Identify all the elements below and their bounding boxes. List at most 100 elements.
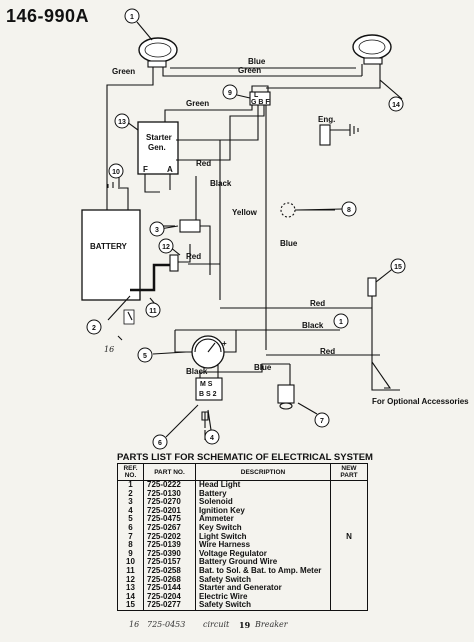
callout-circle-14 [388,96,404,112]
label-starter-line2: Gen. [148,143,166,152]
description: Light Switch [195,532,331,542]
callout-14: 14 [392,102,400,109]
handwritten-footer-text2: Breaker [255,620,288,629]
ref-no: 10 [117,558,144,567]
new-part-cell [330,592,368,602]
callout-circle-6 [152,434,168,450]
callout-13: 13 [118,119,126,126]
wire-label-blue-bottom: Blue [254,363,272,372]
safety-switch-12 [169,254,179,272]
label-terminal-f: F [143,165,148,174]
description: Voltage Regulator [195,549,331,559]
label-starter: Starter Gen. [146,133,174,152]
label-key-switch-bs2: B S 2 [199,391,217,398]
ref-no: 7 [117,532,144,542]
wire-label-red-lower: Red [186,252,201,261]
handwritten-footer: 16 725-0453 circuit 19 Breaker [129,620,329,634]
new-part-cell [330,489,368,499]
solenoid [179,219,201,233]
label-regulator-gbf: G B F [251,99,270,106]
part-no: 725-0475 [143,515,196,524]
label-optional-accessories: For Optional Accessories [372,397,469,406]
callout-circle-9 [222,84,238,100]
handwritten-16: 16 [104,345,114,354]
ref-no: 14 [117,592,144,602]
wire-label-blue-mid: Blue [280,239,298,248]
ref-no: 2 [117,489,144,499]
diagram-model-number: 146-990A [6,6,90,26]
description: Wire Harness [195,541,331,550]
callout-8: 8 [347,207,351,214]
label-ammeter-plus: + [222,339,227,348]
part-no: 725-0130 [143,489,196,499]
callout-circle-12 [158,238,174,254]
label-regulator-l: L [254,92,259,99]
description: Safety Switch [195,575,331,585]
wire-label-black-lower: Black [302,321,324,330]
part-no: 725-0267 [143,523,196,533]
label-terminal-a: A [167,165,173,174]
callout-circle-1 [124,8,140,24]
callout-9: 9 [228,90,232,97]
key-switch [195,377,223,401]
part-no: 725-0201 [143,506,196,516]
new-part-cell [330,498,368,507]
ref-no: 4 [117,506,144,516]
callout-circle-2 [86,319,102,335]
part-no: 725-0144 [143,584,196,593]
ref-no: 3 [117,498,144,507]
page-number: 19 [239,620,251,630]
callout-7: 7 [320,418,324,425]
parts-list-table: REF. NO. PART NO. DESCRIPTION NEW PART 1… [117,463,368,611]
callout-12: 12 [162,244,170,251]
part-no: 725-0270 [143,498,196,507]
new-part-cell [330,549,368,559]
part-no: 725-0222 [143,480,196,490]
wire-label-red-bottom: Red [320,347,335,356]
description: Safety Switch [195,600,331,611]
label-key-switch-ms: M S [200,381,213,388]
callout-circle-4 [204,429,220,445]
handwritten-footer-text1: circuit [203,620,230,629]
label-starter-line1: Starter [146,133,172,142]
callout-3: 3 [155,227,159,234]
new-part-cell [330,515,368,524]
parts-list-header-row: REF. NO. PART NO. DESCRIPTION NEW PART [117,463,368,481]
callout-5: 5 [143,353,147,360]
starter-generator [137,121,179,175]
battery [81,209,141,301]
callout-circle-13 [114,113,130,129]
new-part-cell [330,480,368,490]
wire-label-yellow: Yellow [232,208,258,217]
engine-ground [319,124,331,146]
part-no: 725-0258 [143,566,196,576]
new-part-mark: N [330,532,368,542]
callout-circle-15 [390,258,406,274]
ref-no: 12 [117,575,144,585]
callout-circle-5 [137,347,153,363]
callout-circle-3 [149,221,165,237]
description: Starter and Generator [195,584,331,593]
description: Ammeter [195,515,331,524]
new-part-cell [330,575,368,585]
light-switch [277,384,295,404]
description: Battery Ground Wire [195,558,331,567]
part-no: 725-0202 [143,532,196,542]
description: Electric Wire [195,592,331,602]
callout-2: 2 [92,325,96,332]
ref-no: 11 [117,566,144,576]
handwritten-footer-part: 725-0453 [147,620,186,629]
voltage-regulator [249,91,271,106]
wire-label-black-bottom: Black [186,367,208,376]
